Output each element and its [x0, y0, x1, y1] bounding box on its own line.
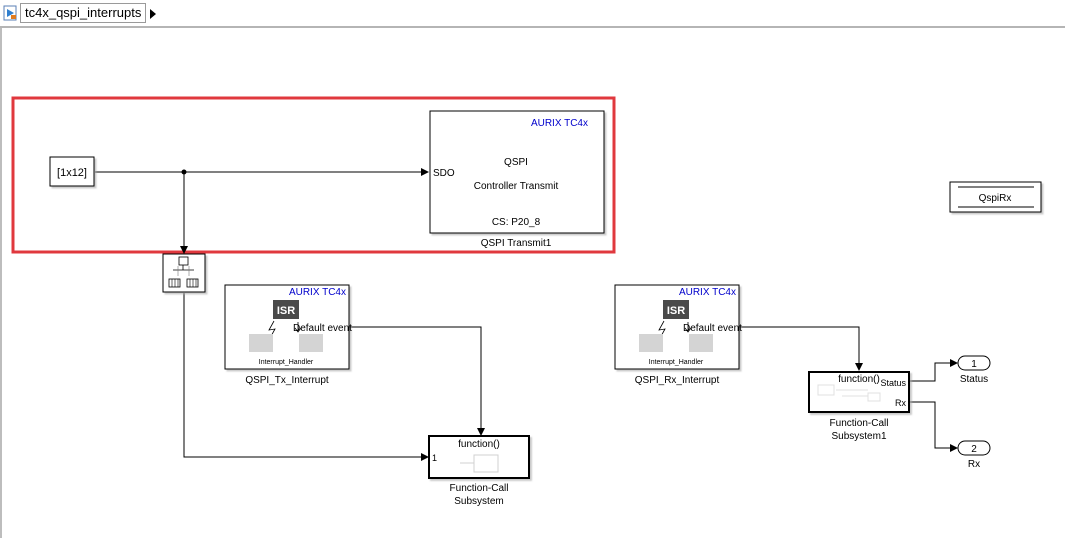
isr-badge: [273, 300, 299, 319]
qspirx-label: QspiRx: [979, 193, 1012, 204]
model-toolbar: tc4x_qspi_interrupts: [0, 0, 1065, 28]
tx-interrupt-name[interactable]: QSPI_Tx_Interrupt: [245, 375, 329, 386]
handler-placeholder: [299, 334, 323, 352]
signal-status-to-outport[interactable]: [910, 359, 958, 382]
outport-status-name[interactable]: Status: [960, 374, 988, 385]
rx-interrupt-vendor: AURIX TC4x: [679, 287, 736, 298]
rx-interrupt-name[interactable]: QSPI_Rx_Interrupt: [635, 375, 720, 386]
isr-badge: [663, 300, 689, 319]
subsystem-preview: [473, 454, 499, 473]
tx-interrupt-handler: Interrupt_Handler: [259, 359, 314, 366]
handler-placeholder: [689, 334, 713, 352]
rx-interrupt-handler: Interrupt_Handler: [649, 359, 704, 366]
memory-chip-icon: [168, 278, 181, 288]
fc-subsystem-title: function(): [458, 439, 500, 450]
breadcrumb[interactable]: tc4x_qspi_interrupts: [20, 3, 147, 23]
qspi-transmit-cs: CS: P20_8: [492, 217, 541, 228]
signal-tx-event-to-subsystem[interactable]: [349, 326, 485, 436]
lightning-icon: [658, 320, 666, 339]
qspi-transmit-line1: QSPI: [504, 157, 528, 168]
rx-interrupt-event: Default event: [683, 323, 742, 334]
qspi-transmit-port-sdo: SDO: [433, 168, 455, 179]
constant-block[interactable]: [1x12]: [49, 156, 95, 187]
qspi-tx-interrupt-block[interactable]: AURIX TC4x ISR Default event Interrupt_H…: [224, 284, 352, 386]
qspi-rx-interrupt-block[interactable]: AURIX TC4x ISR Default event Interrupt_H…: [614, 284, 742, 386]
bus-selector-block[interactable]: [162, 253, 206, 293]
signal-rx-to-outport[interactable]: [910, 401, 958, 452]
outport-rx-number: 2: [971, 444, 977, 455]
qspi-transmit-vendor: AURIX TC4x: [531, 118, 588, 129]
qspirx-data-store[interactable]: QspiRx: [949, 181, 1042, 213]
fc-subsystem1-port-rx: Rx: [895, 398, 906, 408]
down-arrow-icon: [684, 322, 692, 333]
fc-subsystem1-name-line2[interactable]: Subsystem1: [831, 431, 886, 442]
constant-label: [1x12]: [57, 167, 87, 179]
qspi-transmit-line2: Controller Transmit: [474, 181, 559, 192]
signal-rx-event-to-subsystem1[interactable]: [739, 326, 863, 371]
outport-rx[interactable]: 2 Rx: [957, 440, 991, 470]
function-call-subsystem[interactable]: function() 1 Function-Call Subsystem: [428, 435, 530, 507]
qspi-transmit-block[interactable]: AURIX TC4x QSPI Controller Transmit CS: …: [429, 110, 605, 249]
fc-subsystem-name-line2[interactable]: Subsystem: [454, 496, 503, 507]
handler-placeholder: [249, 334, 273, 352]
signal-lines: [95, 168, 958, 461]
memory-chip-icon: [186, 278, 199, 288]
tx-interrupt-event: Default event: [293, 323, 352, 334]
tx-interrupt-isr: ISR: [277, 305, 295, 317]
down-arrow-icon: [294, 322, 302, 333]
rx-interrupt-isr: ISR: [667, 305, 685, 317]
signal-bus-to-subsystem[interactable]: [183, 293, 429, 461]
branch-point: [181, 169, 187, 175]
fc-subsystem1-title: function(): [838, 374, 880, 385]
fc-subsystem-name-line1[interactable]: Function-Call: [450, 483, 509, 494]
outport-status-number: 1: [971, 359, 977, 370]
lightning-icon: [268, 320, 276, 339]
outport-rx-name[interactable]: Rx: [968, 459, 980, 470]
outport-status[interactable]: 1 Status: [957, 355, 991, 385]
fc-subsystem-port-in: 1: [432, 453, 437, 463]
canvas-left-border: [0, 28, 2, 538]
function-call-subsystem1[interactable]: function() Status Rx Function-Call Subsy…: [808, 371, 910, 442]
tx-interrupt-vendor: AURIX TC4x: [289, 287, 346, 298]
simulink-model-icon[interactable]: [3, 5, 18, 21]
qspi-transmit-name[interactable]: QSPI Transmit1: [481, 238, 552, 249]
handler-placeholder: [639, 334, 663, 352]
fc-subsystem1-name-line1[interactable]: Function-Call: [830, 418, 889, 429]
subsystem-preview: [817, 384, 835, 396]
fc-subsystem1-port-status: Status: [880, 378, 906, 388]
breadcrumb-model-name[interactable]: tc4x_qspi_interrupts: [25, 5, 142, 20]
breadcrumb-arrow-icon[interactable]: [150, 9, 156, 19]
highlight-box: [11, 96, 616, 254]
